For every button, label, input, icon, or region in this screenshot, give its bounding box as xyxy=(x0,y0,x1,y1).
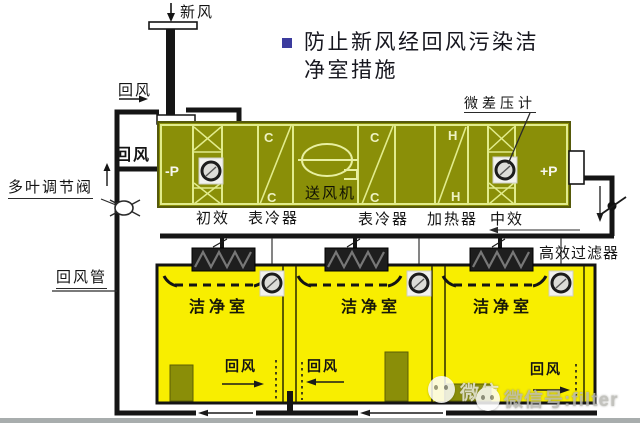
pressure-gauge-icon xyxy=(198,157,224,185)
return-column xyxy=(169,364,194,402)
heater-coil xyxy=(437,126,467,205)
room-return-label: 回风 xyxy=(307,358,339,374)
supply-fan-icon xyxy=(298,143,358,180)
ahu-section-label-cooler2: 表冷器 xyxy=(358,211,410,228)
pressure-gauge-icon xyxy=(259,270,285,297)
up-flow-arrow xyxy=(103,163,111,186)
slide-title-line2: 净室措施 xyxy=(304,59,398,82)
room-return-arrows xyxy=(222,378,570,394)
cooling-letter: C xyxy=(370,130,380,145)
cooling-letter: C xyxy=(370,190,380,205)
bottom-duct-arrows xyxy=(196,409,446,417)
supply-duct xyxy=(160,150,627,272)
return-air-flow-arrow xyxy=(119,95,148,103)
cleanroom-label: 洁净室 xyxy=(341,299,402,316)
hepa-filter-icon xyxy=(191,247,256,272)
wechat-face-icon xyxy=(476,387,500,411)
cooling-coil-1 xyxy=(259,125,292,205)
return-duct-label: 回风管 xyxy=(56,269,108,289)
cleanroom-label: 洁净室 xyxy=(189,299,250,316)
pressure-gauge-icon xyxy=(548,270,574,297)
heating-letter: H xyxy=(448,128,458,143)
cooling-letter: C xyxy=(267,190,277,205)
title-bullet-icon xyxy=(282,38,292,48)
watermark-text: 微信号:filter xyxy=(504,390,619,411)
damper-valve-label: 多叶调节阀 xyxy=(8,179,94,199)
outlet-flange xyxy=(568,150,585,185)
cooling-coil-2 xyxy=(361,125,394,205)
return-column xyxy=(384,351,409,402)
supply-fan-label: 送风机 xyxy=(305,185,357,202)
return-air-loop-duct xyxy=(114,107,597,416)
primary-filter-hatch xyxy=(193,126,222,205)
room-return-label: 回风 xyxy=(530,361,562,377)
return-air-top-label: 回风 xyxy=(118,82,153,99)
hepa-filter-icon xyxy=(324,247,389,272)
intake-damper-bar xyxy=(148,21,198,30)
hepa-filter-label: 高效过滤器 xyxy=(539,245,620,262)
diff-pressure-gauge-label: 微差压计 xyxy=(464,95,536,114)
room-gauges xyxy=(259,270,574,297)
hepa-filter-icon xyxy=(469,247,534,272)
pos-pressure-label: +P xyxy=(540,163,558,179)
fresh-air-label: 新风 xyxy=(180,4,215,21)
neg-pressure-label: -P xyxy=(165,163,179,179)
down-arrow-icon xyxy=(167,13,175,22)
watermark: 微信 微信号:filter xyxy=(424,370,640,414)
return-air-inlet-label: 回风 xyxy=(115,147,152,164)
room-return-label: 回风 xyxy=(225,358,257,374)
cleanroom-label: 洁净室 xyxy=(473,299,534,316)
ahu-section-label-medium: 中效 xyxy=(490,211,525,228)
cooling-letter: C xyxy=(264,130,274,145)
air-handling-unit xyxy=(157,121,571,208)
medium-filter-hatch xyxy=(488,126,515,205)
pressure-gauge-icon xyxy=(492,156,518,184)
ahu-section-label-cooler1: 表冷器 xyxy=(248,210,300,227)
wechat-face-icon xyxy=(428,376,455,403)
damper-valve-icon xyxy=(100,198,141,217)
cleanroom-building xyxy=(155,263,597,413)
gauge-leader-line xyxy=(507,112,531,165)
pressure-gauge-icon xyxy=(406,270,432,297)
down-flow-arrow xyxy=(596,213,604,222)
slide-title-line1: 防止新风经回风污染洁 xyxy=(304,31,539,54)
ahu-section-label-primary: 初效 xyxy=(196,210,231,227)
hepa-filter-boxes xyxy=(191,247,534,272)
return-grille-dotted xyxy=(275,360,577,400)
heating-letter: H xyxy=(451,189,461,204)
image-bottom-strip xyxy=(0,418,640,423)
ahu-section-label-heater: 加热器 xyxy=(427,211,479,228)
